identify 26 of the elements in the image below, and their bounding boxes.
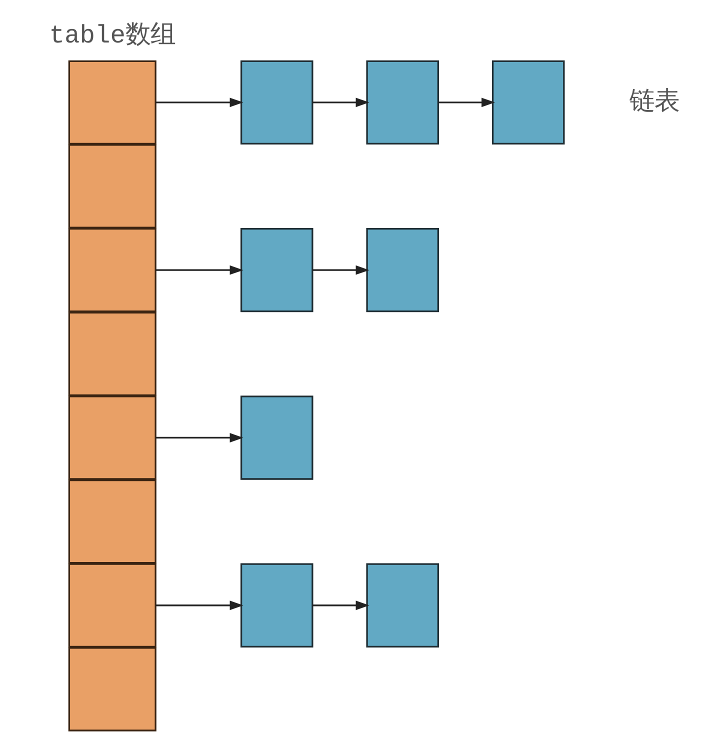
node-box bbox=[68, 312, 156, 396]
node-box bbox=[240, 396, 313, 480]
node-box bbox=[68, 563, 156, 648]
label: table数组 bbox=[48, 22, 175, 51]
node-box bbox=[68, 144, 156, 228]
arrow bbox=[155, 600, 243, 610]
node-box bbox=[68, 479, 156, 564]
node-box bbox=[366, 228, 438, 312]
arrow bbox=[155, 433, 243, 442]
arrow bbox=[438, 98, 495, 108]
node-box bbox=[68, 647, 156, 732]
arrow bbox=[312, 98, 369, 108]
arrow bbox=[155, 98, 243, 108]
arrow bbox=[155, 265, 243, 275]
node-box bbox=[491, 60, 564, 145]
arrow bbox=[312, 265, 369, 275]
node-box bbox=[68, 396, 156, 480]
node-box bbox=[366, 563, 438, 648]
node-box bbox=[240, 228, 313, 312]
node-box bbox=[68, 60, 156, 145]
node-box bbox=[68, 228, 156, 312]
node-box bbox=[240, 60, 313, 145]
arrow bbox=[312, 600, 369, 610]
node-box bbox=[240, 563, 313, 648]
label: 链表 bbox=[629, 88, 680, 117]
node-box bbox=[366, 60, 438, 145]
